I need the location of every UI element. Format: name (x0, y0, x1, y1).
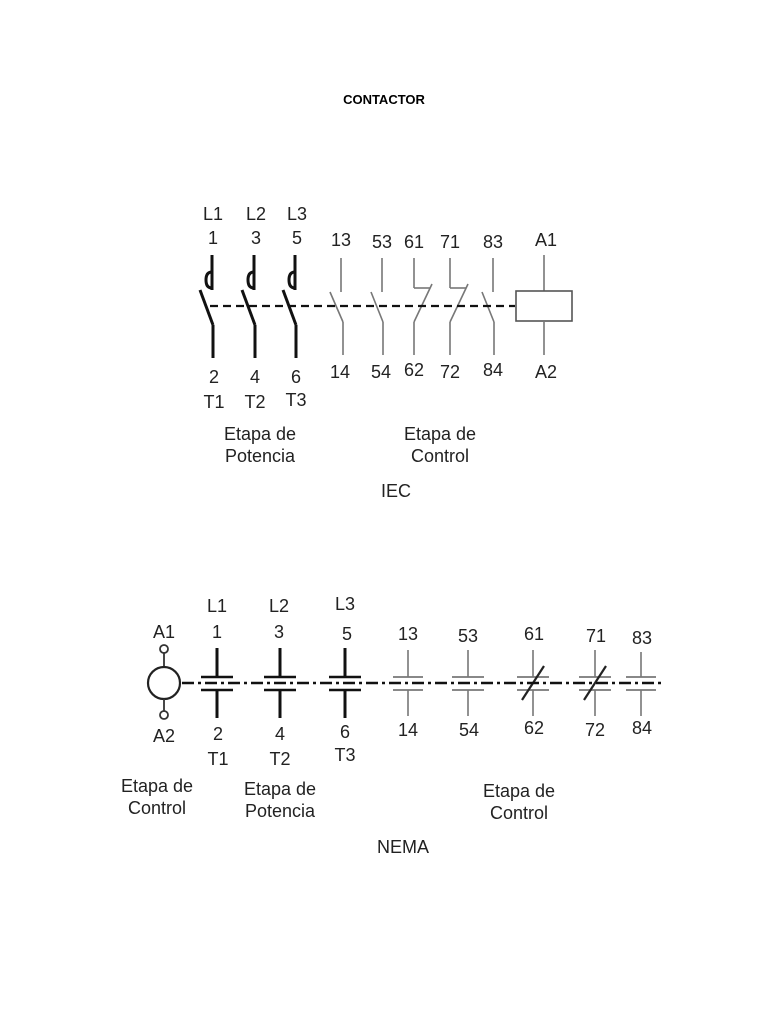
nema-power-contact-5 (329, 648, 361, 718)
iec-stage-power-line2: Potencia (225, 446, 296, 466)
iec-coil-a1: A1 (535, 230, 557, 250)
nema-contact-71-72 (579, 650, 611, 716)
iec-terminal-72: 72 (440, 362, 460, 382)
iec-stage-power-line1: Etapa de (224, 424, 296, 444)
nema-power-contact-3 (264, 648, 296, 718)
iec-terminal-71: 71 (440, 232, 460, 252)
iec-line-label-l3: L3 (287, 204, 307, 224)
iec-load-t2: T2 (244, 392, 265, 412)
nema-stage-control-left-line2: Control (128, 798, 186, 818)
nema-terminal-3: 3 (274, 622, 284, 642)
nema-stage-power-line2: Potencia (245, 801, 316, 821)
iec-diagram: L1 L2 L3 1 3 5 13 53 61 71 (198, 204, 573, 501)
nema-line-label-l1: L1 (207, 596, 227, 616)
iec-stage-control-line1: Etapa de (404, 424, 476, 444)
nema-load-t1: T1 (207, 749, 228, 769)
nema-terminal-62: 62 (524, 718, 544, 738)
nema-coil-terminal-top (159, 644, 169, 654)
iec-terminal-2: 2 (209, 367, 219, 387)
nema-coil-terminal-bottom (159, 710, 169, 720)
iec-line-label-l1: L1 (203, 204, 223, 224)
nema-terminal-71: 71 (586, 626, 606, 646)
nema-contact-53-54 (452, 650, 484, 716)
nema-contact-13-14 (393, 650, 423, 716)
nema-coil-a1: A1 (153, 622, 175, 642)
iec-contact-53-54 (370, 258, 384, 355)
nema-terminal-54: 54 (459, 720, 479, 740)
iec-terminal-1: 1 (208, 228, 218, 248)
iec-load-t3: T3 (285, 390, 306, 410)
nema-terminal-13: 13 (398, 624, 418, 644)
nema-contact-83-84 (626, 652, 656, 716)
iec-power-contact-3 (240, 255, 257, 358)
nema-caption: NEMA (377, 837, 429, 857)
iec-terminal-13: 13 (331, 230, 351, 250)
iec-power-contact-1 (198, 255, 215, 358)
nema-line-label-l2: L2 (269, 596, 289, 616)
nema-coil-a2: A2 (153, 726, 175, 746)
iec-terminal-83: 83 (483, 232, 503, 252)
nema-terminal-6: 6 (340, 722, 350, 742)
nema-terminal-1: 1 (212, 622, 222, 642)
iec-coil-a2: A2 (535, 362, 557, 382)
iec-stage-control-line2: Control (411, 446, 469, 466)
nema-terminal-61: 61 (524, 624, 544, 644)
iec-coil-box (515, 290, 573, 322)
nema-terminal-2: 2 (213, 724, 223, 744)
nema-stage-control-right-line1: Etapa de (483, 781, 555, 801)
nema-diagram: A1 A2 L1 L2 L3 1 3 5 (121, 594, 662, 857)
nema-terminal-5: 5 (342, 624, 352, 644)
nema-power-contact-1 (201, 648, 233, 718)
iec-contact-61-62 (413, 258, 433, 355)
nema-stage-control-right-line2: Control (490, 803, 548, 823)
nema-terminal-84: 84 (632, 718, 652, 738)
nema-coil-circle (146, 665, 182, 701)
nema-terminal-53: 53 (458, 626, 478, 646)
iec-terminal-6: 6 (291, 367, 301, 387)
nema-load-t3: T3 (334, 745, 355, 765)
iec-terminal-3: 3 (251, 228, 261, 248)
iec-terminal-4: 4 (250, 367, 260, 387)
iec-terminal-61: 61 (404, 232, 424, 252)
iec-terminal-53: 53 (372, 232, 392, 252)
iec-line-label-l2: L2 (246, 204, 266, 224)
iec-caption: IEC (381, 481, 411, 501)
iec-terminal-14: 14 (330, 362, 350, 382)
nema-terminal-72: 72 (585, 720, 605, 740)
iec-terminal-5: 5 (292, 228, 302, 248)
iec-power-contact-5 (281, 255, 298, 358)
nema-line-label-l3: L3 (335, 594, 355, 614)
nema-load-t2: T2 (269, 749, 290, 769)
nema-terminal-4: 4 (275, 724, 285, 744)
page-title: CONTACTOR (343, 92, 425, 107)
iec-terminal-54: 54 (371, 362, 391, 382)
nema-stage-control-left-line1: Etapa de (121, 776, 193, 796)
iec-terminal-84: 84 (483, 360, 503, 380)
iec-load-t1: T1 (203, 392, 224, 412)
nema-terminal-83: 83 (632, 628, 652, 648)
iec-contact-71-72 (449, 258, 469, 355)
nema-terminal-14: 14 (398, 720, 418, 740)
nema-stage-power-line1: Etapa de (244, 779, 316, 799)
iec-contact-13-14 (329, 258, 344, 355)
iec-terminal-62: 62 (404, 360, 424, 380)
